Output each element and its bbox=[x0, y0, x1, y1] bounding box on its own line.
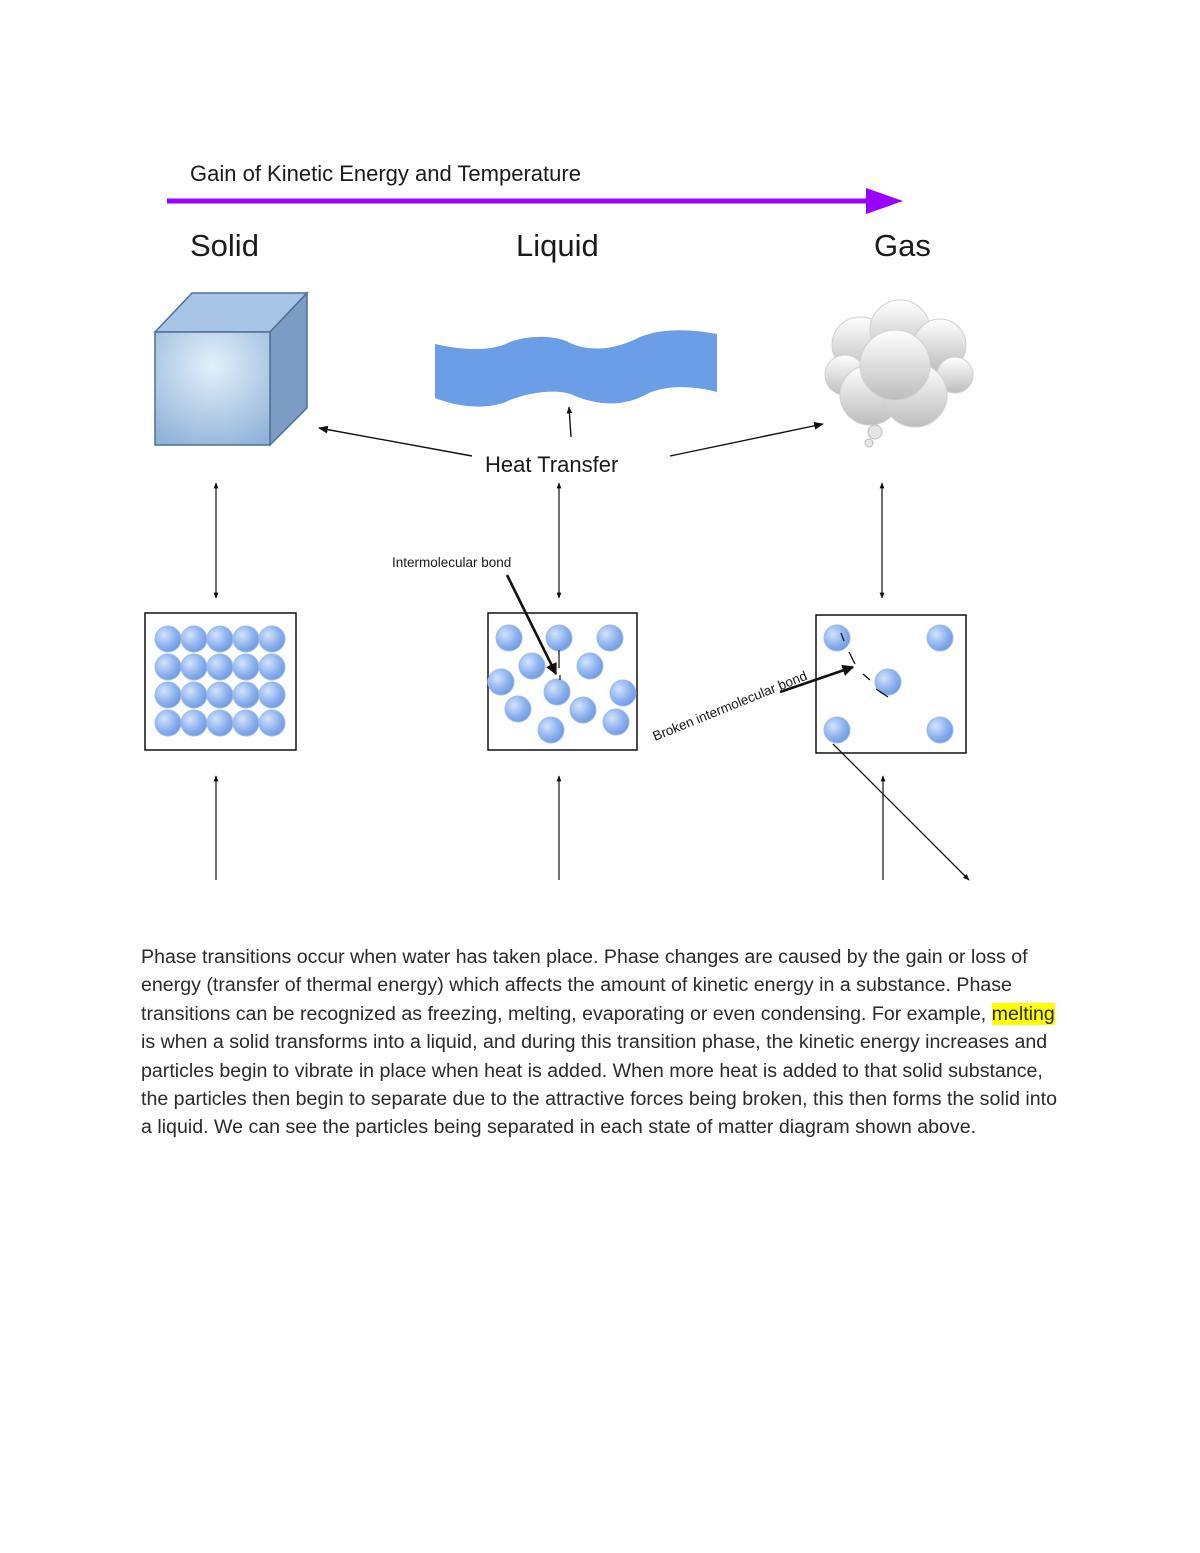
broken-bond-label: Broken intermolecular bond bbox=[651, 668, 810, 744]
liquid-label: Liquid bbox=[516, 228, 599, 263]
double-arrows bbox=[213, 482, 885, 599]
heat-transfer-arrows bbox=[318, 406, 824, 457]
liquid-shape bbox=[435, 330, 717, 407]
solid-particle-box bbox=[144, 612, 297, 751]
broken-bond-arrow bbox=[779, 664, 855, 694]
intermolecular-bond-arrow bbox=[505, 574, 558, 676]
paragraph-text-before: Phase transitions occur when water has t… bbox=[141, 946, 1028, 1025]
gas-cloud bbox=[824, 299, 974, 448]
heat-transfer-label: Heat Transfer bbox=[485, 452, 618, 477]
highlighted-term: melting bbox=[991, 1002, 1055, 1025]
gas-particle-box bbox=[815, 614, 970, 881]
solid-label: Solid bbox=[190, 228, 259, 263]
paragraph-text-after: is when a solid transforms into a liquid… bbox=[141, 1031, 1058, 1139]
gas-label: Gas bbox=[874, 228, 931, 263]
body-paragraph: Phase transitions occur when water has t… bbox=[141, 943, 1071, 1142]
diagram-header: Gain of Kinetic Energy and Temperature bbox=[190, 161, 581, 186]
solid-cube bbox=[153, 291, 309, 447]
upward-arrows bbox=[213, 775, 886, 880]
intermolecular-bond-label: Intermolecular bond bbox=[392, 555, 511, 570]
states-of-matter-diagram: Gain of Kinetic Energy and Temperature S… bbox=[144, 161, 974, 881]
liquid-particle-box bbox=[487, 612, 638, 751]
energy-gain-arrow bbox=[167, 188, 903, 214]
